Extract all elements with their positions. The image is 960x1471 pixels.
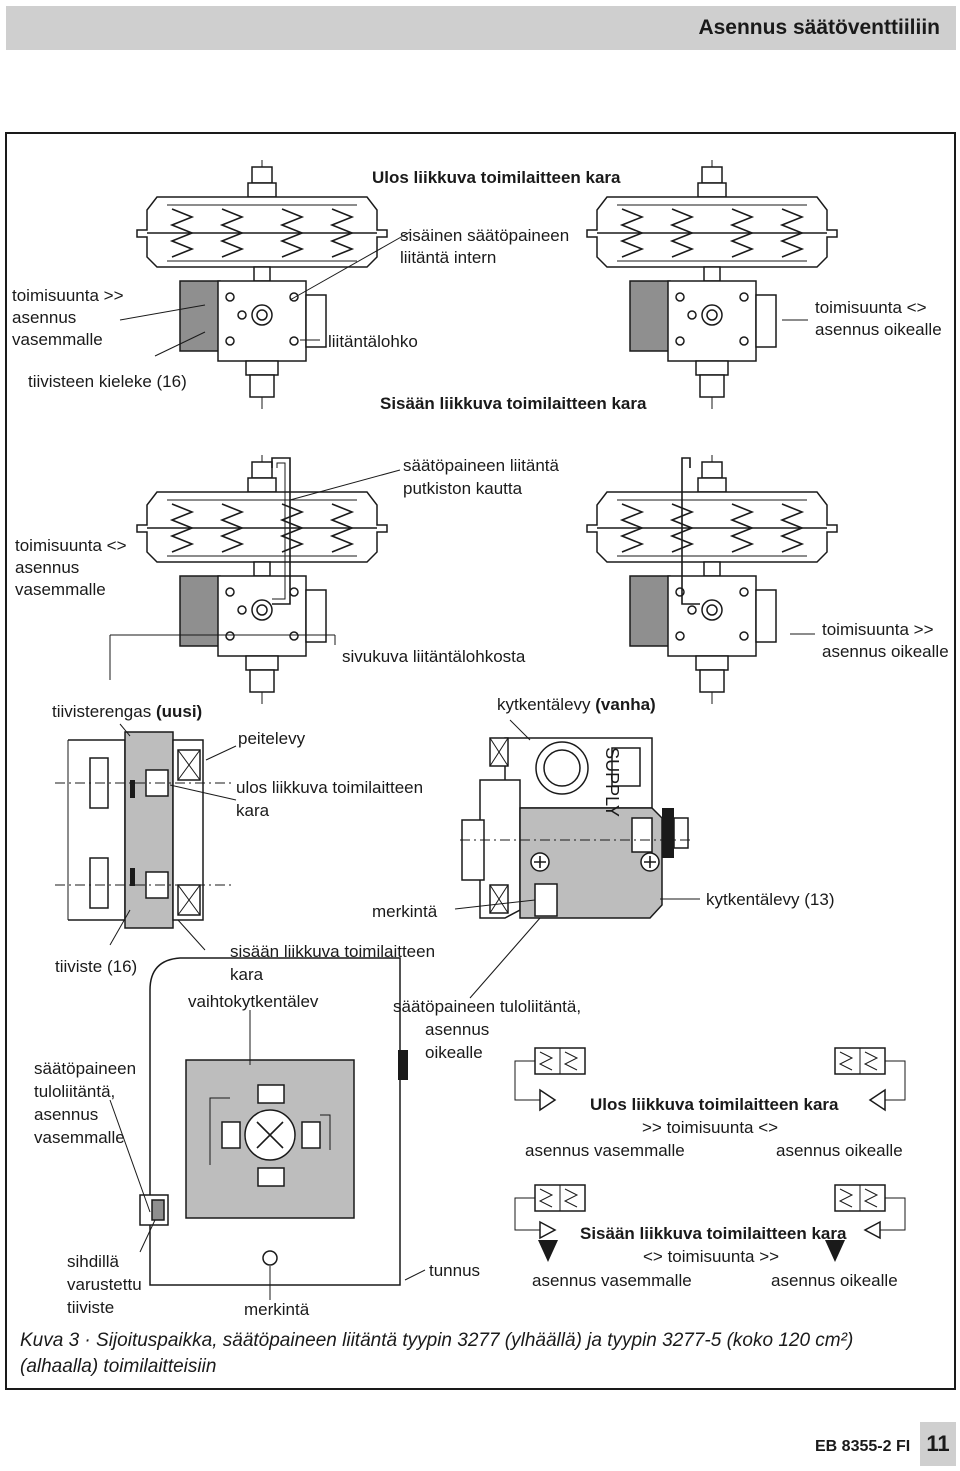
- label-switch-plate-old-suffix: (vanha): [595, 695, 656, 714]
- heading-out-stem-top: Ulos liikkuva toimilaitteen kara: [372, 168, 621, 187]
- label-out-stem-line1: ulos liikkuva toimilaitteen: [236, 778, 424, 797]
- label-internal-line2: liitäntä intern: [400, 248, 497, 267]
- label-in-dir: <> toimisuunta >>: [643, 1247, 780, 1266]
- label-out-stem-line2: kara: [236, 801, 270, 820]
- label-right2-line1: toimisuunta >>: [822, 620, 934, 639]
- label-supply-right-line1: säätöpaineen tuloliitäntä,: [393, 997, 582, 1016]
- actuator-top-right: [586, 159, 838, 410]
- label-filter-line1: sihdillä: [67, 1252, 119, 1271]
- label-left-dir-line3: vasemmalle: [12, 330, 103, 349]
- caption-line2: (alhaalla) toimilaitteisiin: [20, 1356, 217, 1377]
- label-left2-line2: asennus: [15, 558, 80, 577]
- heading-in-stem-schematic: Sisään liikkuva toimilaitteen kara: [580, 1224, 847, 1243]
- label-side-block: sivukuva liitäntälohkosta: [342, 647, 526, 666]
- switch-plate-old: [460, 737, 690, 919]
- schematic-in-right: [825, 1184, 906, 1262]
- header-bar: Asennus säätöventtiiliin: [6, 6, 956, 50]
- label-supply-right-line2: asennus: [425, 1020, 490, 1039]
- actuator-mid-right: [586, 454, 838, 705]
- label-out-right: asennus oikealle: [776, 1141, 903, 1160]
- schematic-in-left: [514, 1184, 586, 1262]
- label-supply-left-line3: asennus: [34, 1105, 99, 1124]
- label-supply-left-line2: tuloliitäntä,: [34, 1082, 116, 1101]
- label-right2-line2: asennus oikealle: [822, 642, 949, 661]
- label-in-stem-line1: sisään liikkuva toimilaitteen: [230, 942, 436, 961]
- label-switch-plate-old-text: kytkentälevy: [497, 695, 596, 714]
- label-supply-left-line1: säätöpaineen: [34, 1059, 137, 1078]
- caption-line1: Kuva 3 · Sijoituspaikka, säätöpaineen li…: [20, 1330, 854, 1351]
- label-left2-line1: toimisuunta <>: [15, 536, 127, 555]
- schematic-out-right: [834, 1047, 906, 1112]
- label-filter-line2: varustettu: [67, 1275, 142, 1294]
- label-connection-block: liitäntälohko: [328, 332, 418, 351]
- label-left-dir-line2: asennus: [12, 308, 77, 327]
- figure-frame: [5, 132, 956, 1390]
- page-title: Asennus säätöventtiiliin: [698, 16, 940, 39]
- label-in-left: asennus vasemmalle: [532, 1271, 692, 1290]
- label-supply-right-line3: oikealle: [425, 1043, 483, 1062]
- label-seal-16: tiiviste (16): [55, 957, 138, 976]
- label-left-dir-line1: toimisuunta >>: [12, 286, 124, 305]
- label-in-stem-line2: kara: [230, 965, 264, 984]
- label-marking-bottom: merkintä: [244, 1300, 310, 1319]
- page-number: 11: [920, 1422, 956, 1466]
- label-supply-left-line4: vasemmalle: [34, 1128, 125, 1147]
- changeover-plate: [139, 957, 408, 1286]
- figure-caption: Kuva 3 · Sijoituspaikka, säätöpaineen li…: [20, 1328, 940, 1380]
- label-internal-line1: sisäinen säätöpaineen: [400, 226, 570, 245]
- label-supply: SUPPLY: [601, 747, 622, 817]
- label-piping-line2: putkiston kautta: [403, 479, 523, 498]
- label-left2-line3: vasemmalle: [15, 580, 106, 599]
- label-right-dir-line2: asennus oikealle: [815, 320, 942, 339]
- label-switch-plate-old: kytkentälevy (vanha): [497, 693, 656, 717]
- heading-in-stem-top: Sisään liikkuva toimilaitteen kara: [380, 394, 647, 413]
- label-in-right: asennus oikealle: [771, 1271, 898, 1290]
- label-filter-line3: tiiviste: [67, 1298, 115, 1317]
- label-cover-plate: peitelevy: [238, 729, 306, 748]
- label-changeover: vaihtokytkentälev: [188, 992, 319, 1011]
- document-reference: EB 8355-2 FI: [815, 1438, 911, 1455]
- label-out-left: asennus vasemmalle: [525, 1141, 685, 1160]
- label-seal-ring-new: (uusi): [155, 702, 203, 721]
- label-switch-plate-13: kytkentälevy (13): [706, 890, 835, 909]
- label-seal-ring-text: tiivisterengas: [52, 702, 156, 721]
- label-right-dir-line1: toimisuunta <>: [815, 298, 927, 317]
- label-seal-ring: tiivisterengas (uusi): [52, 700, 202, 724]
- cover-plate-assembly: [55, 731, 235, 929]
- heading-out-stem-schematic: Ulos liikkuva toimilaitteen kara: [590, 1095, 839, 1114]
- schematic-out-left: [514, 1047, 586, 1112]
- label-out-dir: >> toimisuunta <>: [642, 1118, 779, 1137]
- label-marking-top: merkintä: [372, 902, 438, 921]
- label-piping-line1: säätöpaineen liitäntä: [403, 456, 559, 475]
- label-seal-tab: tiivisteen kieleke (16): [28, 372, 187, 391]
- label-identifier: tunnus: [429, 1261, 481, 1280]
